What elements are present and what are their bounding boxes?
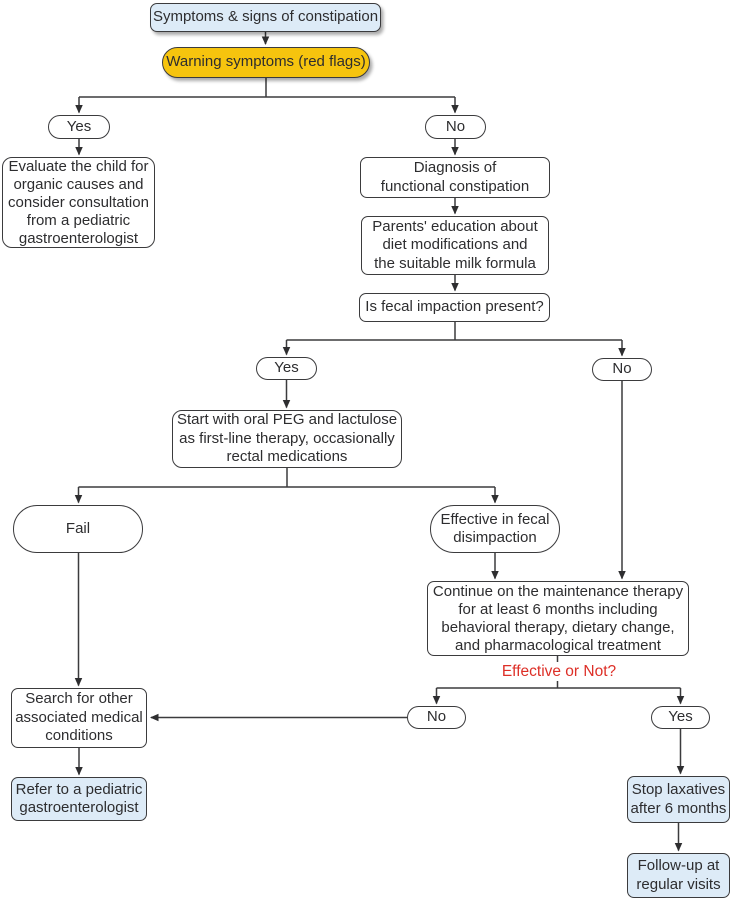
node-search-other-conditions: Search for other associated medical cond…: [11, 688, 147, 748]
node-refer-gastroenterologist: Refer to a pediatric gastroenterologist: [11, 777, 147, 821]
node-fail: Fail: [13, 505, 143, 553]
node-yes-effective-label: Yes: [668, 708, 693, 726]
node-continue-maintenance-label: Continue on the maintenance therapy for …: [432, 582, 684, 654]
node-yes-impaction-label: Yes: [274, 359, 299, 377]
node-yes-effective: Yes: [651, 706, 710, 729]
node-yes-impaction: Yes: [256, 357, 317, 380]
node-warning-red-flags: Warning symptoms (red flags): [162, 47, 370, 78]
node-no-impaction: No: [592, 358, 652, 381]
node-stop-laxatives-label: Stop laxatives after 6 months: [630, 781, 727, 817]
node-no-red-flags-label: No: [445, 117, 466, 135]
node-parents-education: Parents' education about diet modificati…: [361, 216, 549, 275]
node-evaluate-organic-causes-label: Evaluate the child for organic causes an…: [8, 157, 149, 247]
node-effective-disimpaction-label: Effective in fecal disimpaction: [440, 510, 550, 547]
node-warning-red-flags-label: Warning symptoms (red flags): [166, 53, 366, 71]
node-stop-laxatives: Stop laxatives after 6 months: [627, 776, 730, 823]
node-symptoms-signs: Symptoms & signs of constipation: [150, 3, 381, 32]
node-no-impaction-label: No: [612, 360, 632, 378]
effective-or-not-label: Effective or Not?: [489, 662, 629, 681]
node-refer-gastroenterologist-label: Refer to a pediatric gastroenterologist: [15, 780, 143, 817]
node-evaluate-organic-causes: Evaluate the child for organic causes an…: [2, 157, 155, 248]
node-followup-visits-label: Follow-up at regular visits: [636, 857, 721, 893]
node-yes-red-flags: Yes: [48, 115, 110, 139]
node-effective-disimpaction: Effective in fecal disimpaction: [430, 505, 560, 553]
node-no-effective-label: No: [426, 708, 447, 726]
node-no-effective: No: [407, 706, 466, 729]
node-followup-visits: Follow-up at regular visits: [627, 853, 730, 898]
node-start-peg-lactulose: Start with oral PEG and lactulose as fir…: [172, 410, 402, 468]
node-start-peg-lactulose-label: Start with oral PEG and lactulose as fir…: [176, 411, 398, 466]
node-search-other-conditions-label: Search for other associated medical cond…: [15, 690, 143, 745]
node-fail-label: Fail: [65, 519, 91, 537]
node-symptoms-signs-label: Symptoms & signs of constipation: [152, 8, 379, 26]
node-fecal-impaction-question-label: Is fecal impaction present?: [365, 298, 544, 316]
node-no-red-flags: No: [425, 115, 486, 139]
node-yes-red-flags-label: Yes: [66, 117, 92, 135]
node-parents-education-label: Parents' education about diet modificati…: [372, 217, 538, 272]
node-diagnosis-functional: Diagnosis of functional constipation: [360, 157, 550, 198]
node-diagnosis-functional-label: Diagnosis of functional constipation: [380, 159, 530, 195]
node-continue-maintenance: Continue on the maintenance therapy for …: [427, 581, 689, 656]
node-fecal-impaction-question: Is fecal impaction present?: [359, 293, 550, 322]
